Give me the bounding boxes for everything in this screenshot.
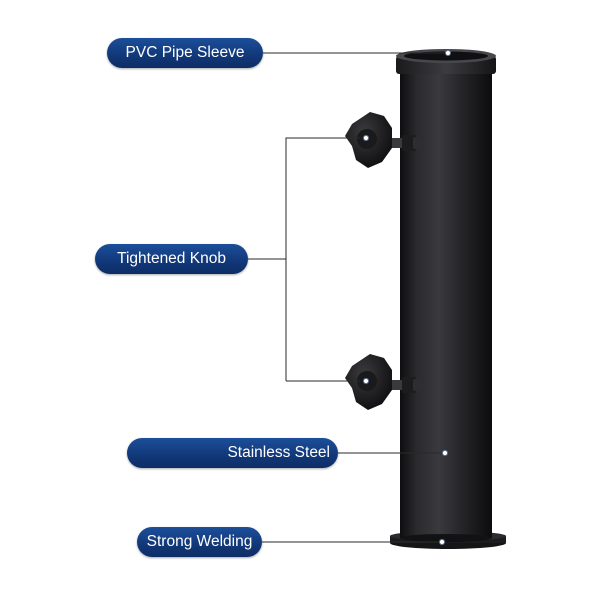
label-stainless-steel: Stainless Steel xyxy=(127,438,338,468)
marker-dot-knob-lower xyxy=(362,377,370,385)
label-pvc-pipe-sleeve-text: PVC Pipe Sleeve xyxy=(125,44,245,61)
label-pvc-pipe-sleeve: PVC Pipe Sleeve xyxy=(107,38,263,68)
leader-lines xyxy=(248,52,446,543)
marker-dots xyxy=(362,49,452,546)
marker-dot-steel xyxy=(441,449,449,457)
upper-knob xyxy=(345,112,421,168)
label-strong-welding-text: Strong Welding xyxy=(146,533,253,550)
marker-dot-knob-upper xyxy=(362,134,370,142)
marker-dot-weld xyxy=(438,538,446,546)
label-tightened-knob: Tightened Knob xyxy=(95,244,248,274)
pipe-body xyxy=(400,60,492,542)
label-stainless-steel-text: Stainless Steel xyxy=(227,444,330,461)
label-strong-welding: Strong Welding xyxy=(137,527,262,557)
label-tightened-knob-text: Tightened Knob xyxy=(117,250,226,267)
marker-dot-pvc xyxy=(444,49,452,57)
leader-line-knob xyxy=(248,137,360,260)
